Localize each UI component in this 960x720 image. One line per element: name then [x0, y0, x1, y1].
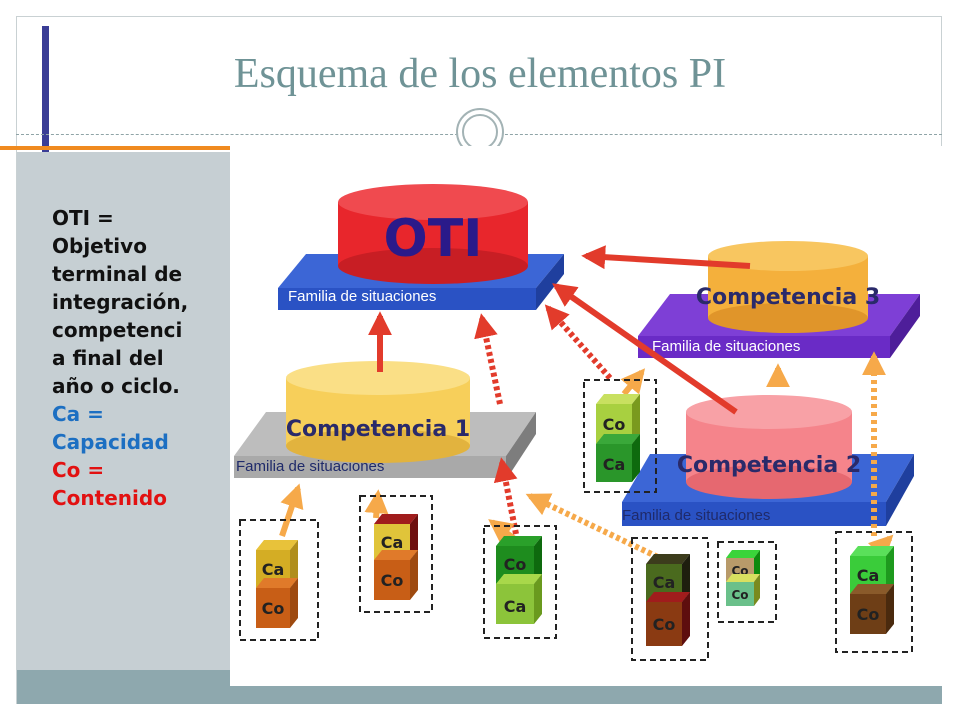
- legend-text: OTI = Objetivo terminal de integración, …: [52, 204, 228, 512]
- legend-line: Capacidad: [52, 430, 169, 454]
- arrow-orange-ca1: [279, 483, 304, 537]
- cube-group-box: [631, 537, 709, 661]
- arrow-orange-dotted-mid: [525, 493, 666, 563]
- legend-line: OTI =: [52, 206, 114, 230]
- arrow-orange-co: [620, 368, 646, 396]
- oti-block: Familia de situaciones OTI: [278, 184, 564, 310]
- cube-group-box: [483, 525, 557, 639]
- oti-label: OTI: [383, 209, 482, 269]
- svg-text:Co: Co: [731, 588, 748, 602]
- orange-accent-line: [0, 146, 230, 150]
- svg-text:Ca: Ca: [857, 566, 880, 585]
- cube-group-box: [835, 531, 913, 653]
- oti-platform-label: Familia de situaciones: [288, 288, 436, 305]
- competencia-3-platform-label: Familia de situaciones: [652, 338, 800, 355]
- arrow-comp3-oti: [581, 245, 751, 270]
- cube-group-box: [239, 519, 319, 641]
- svg-text:Co: Co: [857, 605, 880, 624]
- svg-text:Ca: Ca: [381, 533, 404, 552]
- competencia-3-label: Competencia 3: [696, 285, 880, 310]
- cube-group-box: [717, 541, 777, 623]
- arrow-comp2-oti: [552, 283, 738, 415]
- svg-text:Co: Co: [603, 415, 626, 434]
- cube-co: Co: [850, 584, 894, 634]
- svg-text:Co: Co: [262, 599, 285, 618]
- competencia-1-platform-label: Familia de situaciones: [236, 458, 384, 475]
- competencia-1-block: Familia de situaciones Competencia 1: [234, 361, 536, 480]
- arrow-dotted-1: [474, 313, 503, 405]
- competencia-2-label: Competencia 2: [677, 453, 861, 478]
- arrow-orange-ca2: [364, 489, 389, 519]
- cube-co: Co: [256, 578, 298, 628]
- legend-line: año o ciclo.: [52, 374, 180, 398]
- legend-line: Co =: [52, 458, 105, 482]
- ring-ornament-inner: [462, 114, 498, 150]
- cube-group-box: [583, 379, 657, 493]
- svg-text:Ca: Ca: [504, 597, 527, 616]
- svg-text:Ca: Ca: [653, 573, 676, 592]
- legend-line: integración,: [52, 290, 189, 314]
- svg-text:Co: Co: [381, 571, 404, 590]
- svg-text:Co: Co: [653, 615, 676, 634]
- pi-diagram: Familia de situaciones OTI Familia de si…: [230, 146, 942, 686]
- svg-text:Co: Co: [504, 555, 527, 574]
- svg-text:Ca: Ca: [262, 560, 285, 579]
- competencia-3-block: Familia de situaciones Competencia 3: [638, 241, 920, 358]
- arrow-dotted-3: [544, 304, 613, 380]
- legend-line: a final del: [52, 346, 164, 370]
- legend-line: competenci: [52, 318, 183, 342]
- cube-ca: Ca: [496, 574, 542, 624]
- dashed-boxes: [239, 379, 913, 661]
- svg-text:Ca: Ca: [603, 455, 626, 474]
- legend-panel: [17, 152, 230, 670]
- competencia-1-label: Competencia 1: [286, 417, 470, 442]
- cubes: Ca Co Ca Co Co: [256, 394, 894, 646]
- cube-co: Co: [646, 592, 690, 646]
- legend-line: terminal de: [52, 262, 183, 286]
- cube-co: Co: [726, 574, 760, 606]
- legend-line: Contenido: [52, 486, 167, 510]
- competencia-2-platform-label: Familia de situaciones: [622, 507, 770, 524]
- arrows: [279, 245, 894, 563]
- cube-group-box: [359, 495, 433, 613]
- legend-line: Objetivo: [52, 234, 147, 258]
- competencia-2-block: Familia de situaciones Competencia 2: [622, 395, 914, 526]
- slide-title: Esquema de los elementos PI: [233, 51, 727, 97]
- cube-ca: Ca: [596, 434, 640, 482]
- arrow-dotted-2: [493, 457, 519, 535]
- legend-line: Ca =: [52, 402, 104, 426]
- cube-co: Co: [374, 550, 418, 600]
